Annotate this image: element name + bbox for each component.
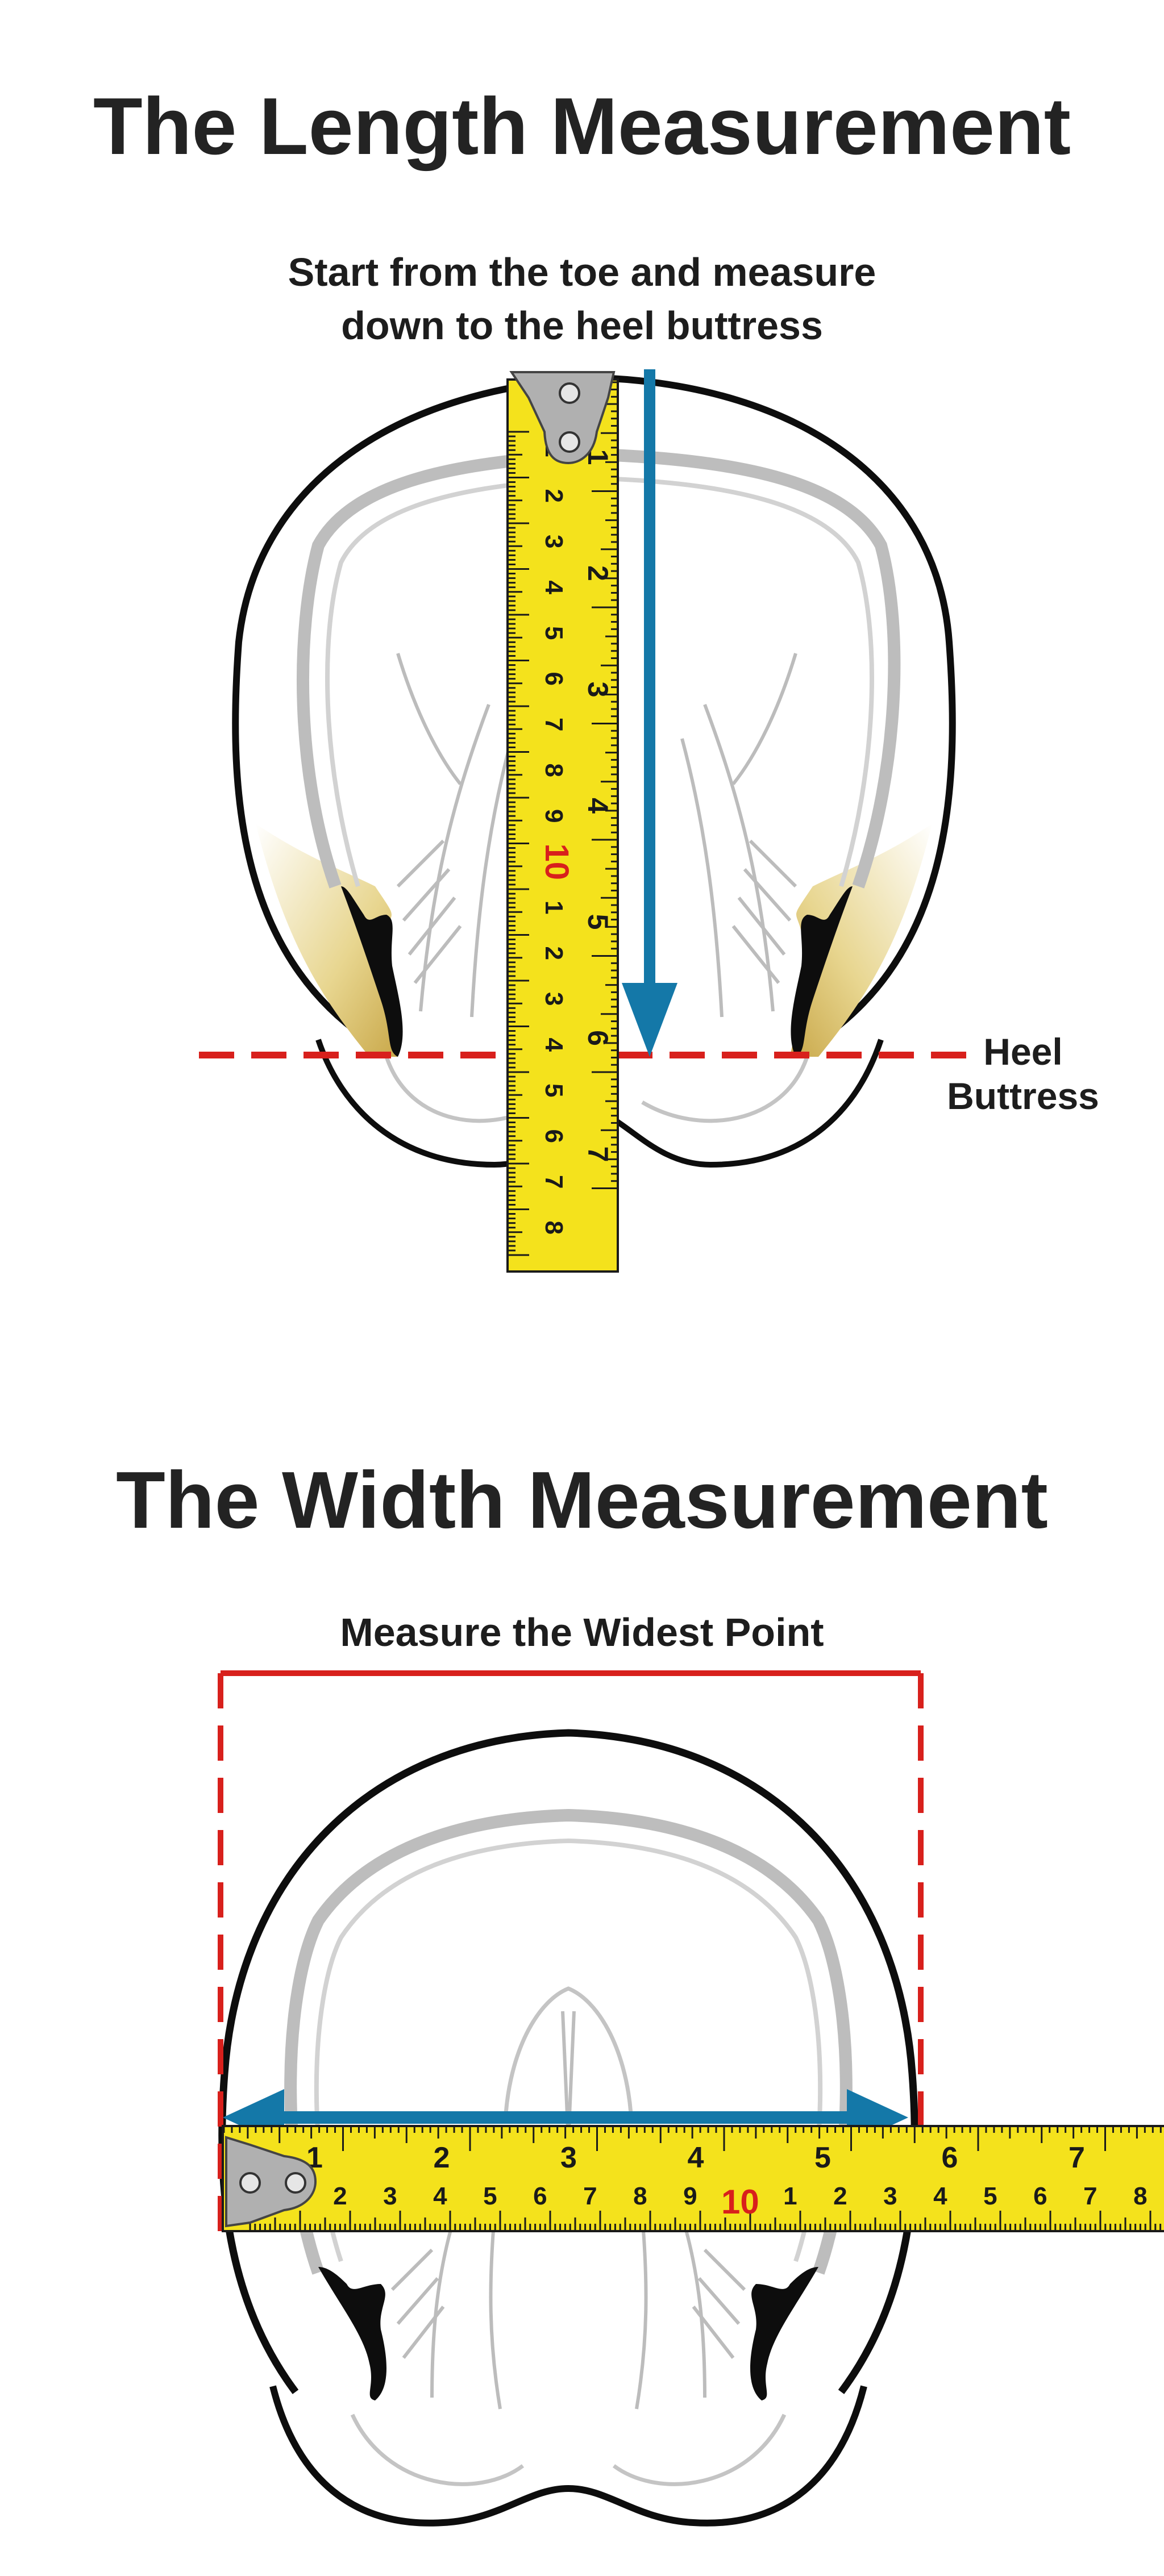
sole-ring-inner: [314, 1838, 823, 2262]
tape-cm-number: 9: [683, 2182, 697, 2210]
tape-rivet: [239, 2172, 261, 2194]
tape-cm-numbers: 1234567891012345678: [538, 443, 575, 1235]
tape-inch-number: 2: [434, 2141, 450, 2174]
tape-hook: [509, 371, 616, 465]
tape-inch-number: 2: [582, 565, 614, 581]
heel-curl-left: [341, 886, 403, 1057]
tape-rivet: [559, 431, 580, 453]
tape-cm-number: 8: [1133, 2182, 1147, 2210]
tape-cm-number: 4: [540, 581, 568, 595]
tape-inch-number: 6: [582, 1030, 614, 1046]
tape-cm-number: 5: [540, 1083, 568, 1097]
tape-cm-number: 1: [540, 901, 568, 914]
heel-bar-left: [256, 824, 398, 1057]
tape-cm-number: 6: [1033, 2182, 1047, 2210]
tape-inch-number: 4: [688, 2141, 704, 2174]
heel-bulbs: [269, 2385, 867, 2527]
tape-inch-number: 7: [582, 1147, 614, 1162]
tape-body: [222, 2125, 1164, 2232]
tape-cm-number: 2: [333, 2182, 347, 2210]
length-measurement-title: The Length Measurement: [93, 81, 1071, 172]
tape-cm-number: 8: [540, 1221, 568, 1235]
tape-cm-number: 8: [540, 764, 568, 777]
width-measurement-title: The Width Measurement: [116, 1455, 1048, 1545]
tape-ticks: [508, 381, 618, 1256]
tape-rivet: [285, 2172, 306, 2194]
tape-cm-number: 2: [540, 947, 568, 960]
length-instruction-line2: down to the heel buttress: [341, 303, 823, 348]
tape-inch-number: 7: [1069, 2141, 1085, 2174]
tape-cm-number: 7: [540, 718, 568, 731]
heel-label-line2: Buttress: [947, 1075, 1099, 1117]
tape-cm-number: 9: [540, 809, 568, 823]
tape-cm-number: 2: [833, 2182, 847, 2210]
tape-cm-number: 5: [983, 2182, 997, 2210]
tape-cm-number: 6: [540, 672, 568, 686]
tape-inch-number: 6: [942, 2141, 958, 2174]
width-instruction: Measure the Widest Point: [340, 1610, 824, 1654]
tape-cm-number: 3: [540, 992, 568, 1006]
tape-cm-number: 3: [540, 535, 568, 548]
tape-cm-number: 3: [883, 2182, 897, 2210]
tape-ticks: [223, 2126, 1162, 2231]
tape-cm-number: 10: [721, 2183, 759, 2221]
tape-cm-number: 6: [533, 2182, 547, 2210]
tape-hook: [225, 2136, 317, 2228]
heel-curl-right: [791, 886, 853, 1057]
heel-curl-right: [750, 2267, 818, 2400]
hoof-wall-outer: [218, 1729, 918, 2394]
tape-cm-number: 5: [483, 2182, 497, 2210]
tape-cm-number: 4: [540, 1038, 568, 1052]
sole-ring: [284, 1808, 853, 2275]
tape-cm-number: 10: [538, 843, 575, 880]
tape-cm-number: 6: [540, 1129, 568, 1143]
tape-inch-number: 5: [814, 2141, 831, 2174]
tape-cm-number: 7: [1083, 2182, 1097, 2210]
bulb-sketch: [350, 2414, 787, 2486]
heel-buttress-label: Heel Buttress: [921, 1029, 1125, 1118]
tape-cm-number: 8: [633, 2182, 647, 2210]
tape-cm-number: 5: [540, 626, 568, 640]
length-instruction: Start from the toe and measure down to t…: [0, 245, 1164, 352]
tape-inch-number: 3: [560, 2141, 577, 2174]
tape-cm-number: 4: [433, 2182, 447, 2210]
tape-inch-number: 5: [582, 914, 614, 930]
length-instruction-line1: Start from the toe and measure: [288, 250, 876, 294]
tape-cm-number: 7: [540, 1175, 568, 1189]
heel-curl-left: [318, 2267, 386, 2400]
tape-cm-number: 7: [583, 2182, 597, 2210]
tape-cm-numbers: 1234567891012345678: [283, 2182, 1147, 2221]
heel-label-line1: Heel: [983, 1031, 1063, 1073]
frog-sketch: [390, 2215, 746, 2410]
tape-inch-number: 3: [582, 682, 614, 698]
heel-bar-right: [790, 824, 932, 1057]
frog: [504, 1986, 633, 2114]
frog-sketch: [396, 653, 797, 1018]
tape-cm-number: 1: [783, 2182, 797, 2210]
length-arrow: [622, 369, 677, 1057]
tape-cm-number: 3: [383, 2182, 397, 2210]
tape-cm-number: 2: [540, 489, 568, 503]
tape-rivet: [559, 382, 580, 404]
tape-inch-number: 4: [582, 798, 614, 814]
tape-cm-number: 4: [933, 2182, 947, 2210]
